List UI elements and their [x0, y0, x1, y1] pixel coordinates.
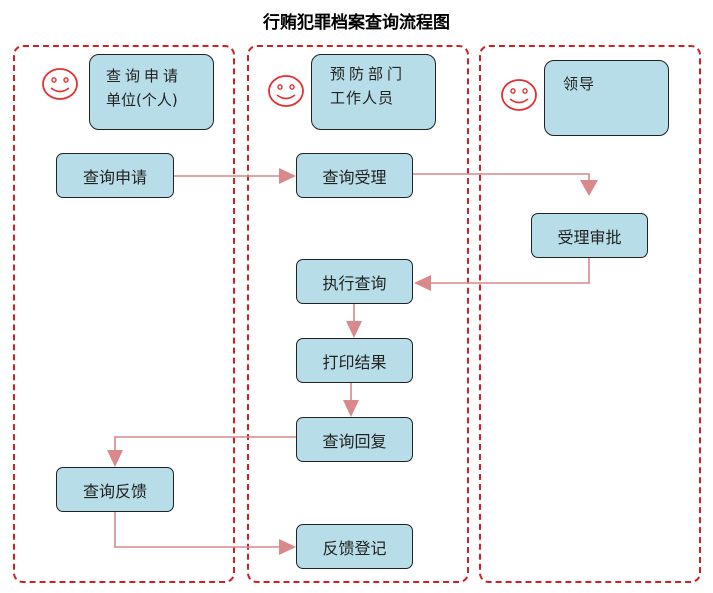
arrow-approve-to-execute [430, 257, 590, 284]
step-query-reply: 查询回复 [296, 417, 413, 462]
lane-leader [479, 45, 701, 583]
arrowhead [279, 539, 296, 555]
arrow-accept-to-approve [413, 173, 590, 181]
role-box-prevention-staff: 预防部门 工作人员 [311, 54, 436, 130]
step-accept-approve: 受理审批 [531, 213, 648, 258]
smiley-icon [42, 68, 78, 100]
arrowhead [279, 168, 296, 184]
lane-applicant [13, 45, 235, 583]
lane-prevention-staff [247, 45, 469, 583]
smiley-icon [501, 79, 537, 111]
role-box-applicant: 查询申请 单位(个人) [89, 54, 214, 130]
role-line: 预防部门 [330, 65, 407, 83]
arrowhead [107, 450, 123, 467]
smiley-icon [268, 75, 304, 107]
step-execute-query: 执行查询 [296, 259, 413, 304]
step-query-feedback: 查询反馈 [56, 467, 174, 512]
role-line: 工作人员 [330, 89, 395, 107]
step-query-apply: 查询申请 [56, 153, 174, 198]
arrowhead [343, 400, 359, 417]
role-line: 领导 [563, 75, 596, 93]
arrow-reply-to-feedback [114, 436, 296, 451]
step-feedback-register: 反馈登记 [296, 524, 413, 569]
role-line: 查询申请 [106, 67, 183, 85]
arrowhead [580, 180, 598, 196]
step-print-result: 打印结果 [296, 338, 413, 383]
arrowhead [346, 321, 362, 338]
step-query-accept: 查询受理 [296, 153, 413, 198]
arrowhead [414, 275, 431, 291]
role-line: 单位(个人) [106, 91, 178, 109]
arrow-feedback-to-register [114, 512, 283, 548]
diagram-title: 行贿犯罪档案查询流程图 [263, 13, 450, 33]
role-box-leader: 领导 [544, 60, 669, 136]
